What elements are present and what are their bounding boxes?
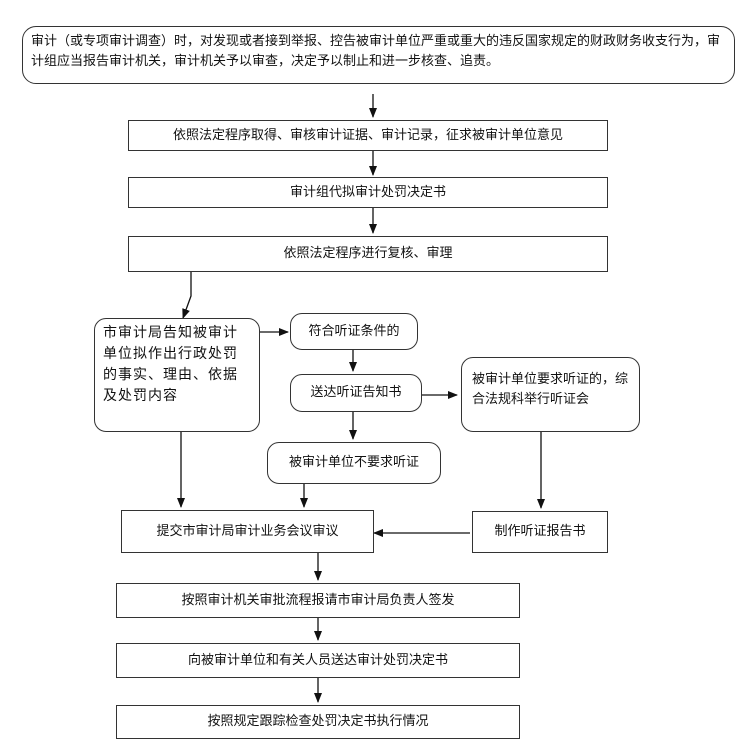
node-hearing-report: 制作听证报告书 — [472, 511, 608, 553]
node-hearing-request: 被审计单位要求听证的，综合法规科举行听证会 — [461, 357, 640, 432]
node-review: 依照法定程序进行复核、审理 — [128, 236, 608, 272]
node-deliver: 向被审计单位和有关人员送达审计处罚决定书 — [116, 643, 520, 678]
node-sign-off: 按照审计机关审批流程报请市审计局负责人签发 — [116, 583, 520, 618]
node-notify: 市审计局告知被审计单位拟作出行政处罚的事实、理由、依据及处罚内容 — [94, 318, 260, 432]
node-hearing-eligible: 符合听证条件的 — [290, 313, 418, 350]
node-start: 审计（或专项审计调查）时，对发现或者接到举报、控告被审计单位严重或重大的违反国家… — [22, 26, 735, 84]
node-submit-meeting: 提交市审计局审计业务会议审议 — [121, 510, 374, 553]
node-no-hearing: 被审计单位不要求听证 — [267, 442, 441, 484]
arrow-review-to-notify — [182, 272, 192, 319]
node-hearing-notice: 送达听证告知书 — [290, 374, 422, 412]
node-draft: 审计组代拟审计处罚决定书 — [128, 177, 608, 208]
node-evidence: 依照法定程序取得、审核审计证据、审计记录，征求被审计单位意见 — [128, 120, 608, 151]
node-track: 按照规定跟踪检查处罚决定书执行情况 — [116, 705, 520, 739]
